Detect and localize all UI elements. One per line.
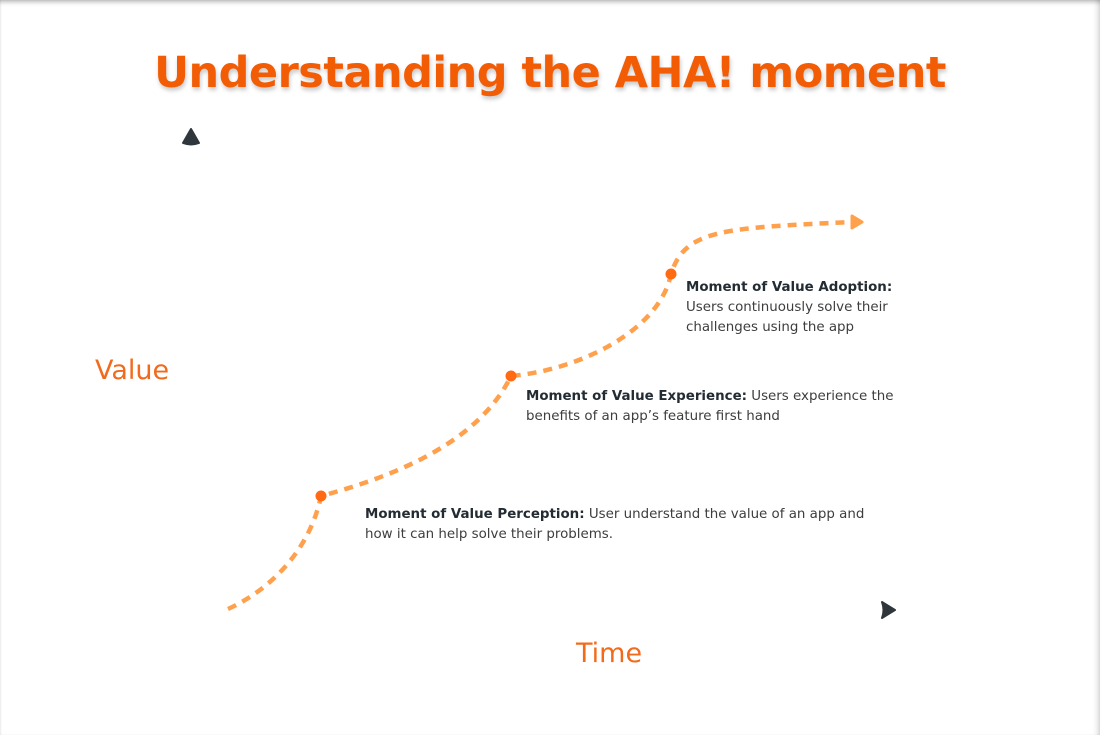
annotation-value-adoption: Moment of Value Adoption: Users continuou… <box>686 278 916 338</box>
annotation-value-experience: Moment of Value Experience: Users experi… <box>526 387 916 427</box>
value-curve <box>227 219 853 612</box>
annotation-value-perception: Moment of Value Perception: User underst… <box>365 505 895 545</box>
annotation-heading: Moment of Value Adoption: <box>686 280 893 295</box>
page-title: Understanding the AHA! moment <box>154 48 946 98</box>
milestone-dot-adoption <box>665 268 677 280</box>
y-axis-label: Value <box>95 355 170 386</box>
milestone-dot-perception <box>315 490 327 502</box>
annotation-heading: Moment of Value Perception: <box>365 507 585 522</box>
annotation-text: Users experience the benefits of an app’… <box>526 389 894 424</box>
arrow-up-icon <box>182 128 200 146</box>
curve-end-arrow-icon <box>850 214 864 230</box>
x-axis-label: Time <box>576 638 643 669</box>
annotation-heading: Moment of Value Experience: <box>526 389 748 404</box>
annotation-text: User understand the value of an app and … <box>365 507 865 542</box>
arrow-right-icon <box>881 601 896 619</box>
milestone-dot-experience <box>505 370 517 382</box>
annotation-text: Users continuously solve their challenge… <box>686 300 888 335</box>
